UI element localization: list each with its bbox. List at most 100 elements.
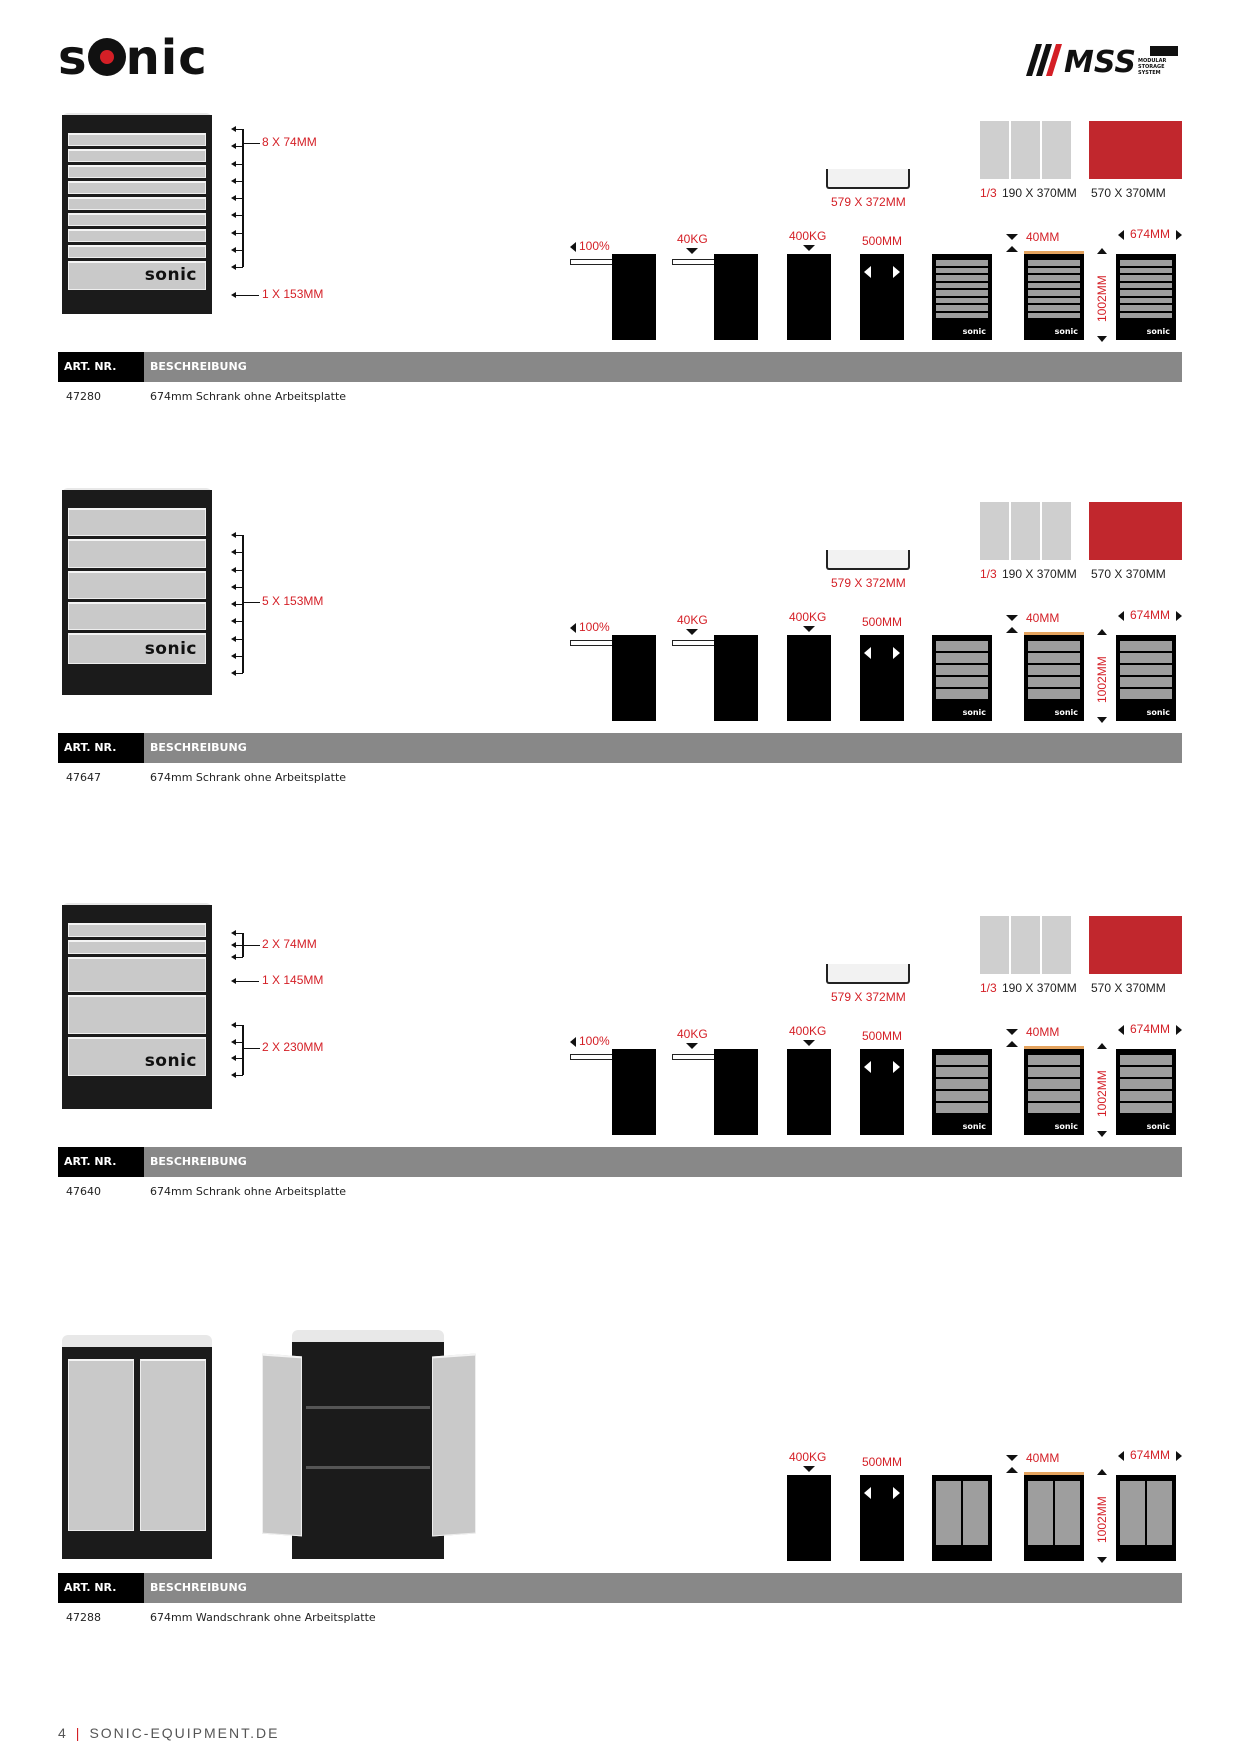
arrow-up-icon (1097, 1469, 1107, 1475)
mini-drawer (1120, 641, 1172, 651)
mini-drawer (936, 1055, 988, 1065)
arrow-up-icon (1097, 1043, 1107, 1049)
cabinet-image: sonic (62, 905, 212, 1109)
arrow-head-icon (231, 583, 236, 590)
foam-large-size-label: 570 X 370MM (1091, 981, 1166, 995)
arrow-head-icon (231, 292, 236, 298)
arrow-down-icon (803, 626, 815, 632)
cabinet-drawer: sonic (68, 1037, 206, 1076)
tray-size-label: 579 X 372MM (831, 990, 906, 1004)
arrow-head-icon (231, 566, 236, 573)
arrow-up-icon (1006, 1467, 1018, 1473)
cabinet-shelf (306, 1406, 430, 1409)
dimension-arrow (233, 981, 259, 982)
arrow-left-icon (864, 266, 871, 278)
mini-drawer (936, 653, 988, 663)
arrow-head-icon (231, 1072, 236, 1078)
mini-drawer (1120, 677, 1172, 687)
arrow-tick-icon (233, 198, 243, 199)
mini-drawer (1120, 290, 1172, 296)
cabinet-drawer (68, 940, 206, 955)
cabinet-drawer (68, 957, 206, 993)
mini-drawer (936, 305, 988, 311)
table-header: ART. NR. BESCHREIBUNG (58, 1573, 1182, 1603)
arrow-right-icon (1176, 1451, 1182, 1461)
depth-icon (860, 635, 904, 721)
foam-small-size-label: 190 X 370MM (1002, 567, 1077, 581)
arrow-left-icon (864, 647, 871, 659)
arrow-down-icon (1006, 234, 1018, 240)
arrow-tick-icon (233, 655, 243, 657)
drawer-load-label: 40KG (677, 613, 708, 627)
depth-label: 500MM (862, 1455, 903, 1469)
cabinet-drawer (68, 165, 206, 179)
svg-text:STORAGE: STORAGE (1138, 64, 1165, 70)
svg-text:MODULAR: MODULAR (1138, 58, 1166, 64)
arrow-head-icon (231, 618, 236, 625)
mini-drawer (1028, 1079, 1080, 1089)
mini-cabinet-icon: sonic (1116, 1049, 1176, 1135)
column-art-nr: ART. NR. (58, 1573, 144, 1603)
column-description: BESCHREIBUNG (150, 1581, 247, 1594)
mini-drawer (1120, 1091, 1172, 1101)
worktop-indicator (1024, 1472, 1084, 1475)
arrow-right-icon (1176, 230, 1182, 240)
article-number: 47280 (66, 390, 101, 403)
footer: 4|SONIC-EQUIPMENT.DE (58, 1725, 280, 1741)
cabinet-drawer (68, 133, 206, 147)
depth-label: 500MM (862, 615, 903, 629)
mini-door (1055, 1481, 1080, 1545)
tray-icon (826, 964, 910, 984)
cabinet-load-icon (787, 635, 831, 721)
column-art-nr: ART. NR. (58, 1147, 144, 1177)
mini-drawer (1028, 1103, 1080, 1113)
arrow-head-icon (231, 978, 236, 984)
table-header: ART. NR.BESCHREIBUNG (58, 352, 1182, 382)
dimension-label: 8 X 74MM (262, 135, 317, 149)
arrow-head-icon (231, 930, 236, 936)
arrow-head-icon (231, 246, 236, 253)
foam-fraction-label: 1/3 (980, 981, 997, 995)
dimension-label: 1 X 153MM (262, 287, 324, 301)
website-link[interactable]: SONIC-EQUIPMENT.DE (89, 1725, 280, 1741)
mini-drawer (1120, 267, 1172, 273)
arrow-up-icon (1006, 246, 1018, 252)
cabinet-shelf (306, 1466, 430, 1469)
arrow-down-icon (1097, 1557, 1107, 1563)
foam-insert-small-swatch (1011, 121, 1040, 179)
mss-logo: MSS MODULAR STORAGE SYSTEM (1026, 44, 1178, 78)
mini-drawer (936, 282, 988, 288)
top-thickness-label: 40MM (1026, 1451, 1060, 1465)
drawer-load-label: 40KG (677, 1027, 708, 1041)
arrow-down-icon (1006, 1029, 1018, 1035)
mini-drawer (1028, 267, 1080, 273)
mini-cabinet-icon: sonic (1116, 254, 1176, 340)
arrow-up-icon (1006, 627, 1018, 633)
arrow-head-icon (231, 229, 236, 236)
cabinet-drawer (68, 213, 206, 227)
arrow-left-icon (1118, 611, 1124, 621)
arrow-down-icon (1097, 717, 1107, 723)
foam-insert-small-swatch (980, 502, 1009, 560)
dimension-label: 2 X 230MM (262, 1040, 324, 1054)
extension-label: 100% (579, 239, 610, 253)
mini-drawer (936, 267, 988, 273)
arrow-head-icon (231, 212, 236, 219)
mini-drawer (936, 1091, 988, 1101)
dimension-leader (244, 143, 260, 144)
arrow-left-icon (1118, 1451, 1124, 1461)
mini-drawer (936, 290, 988, 296)
drawer-load-label: 40KG (677, 232, 708, 246)
mini-drawer (1028, 305, 1080, 311)
column-description: BESCHREIBUNG (150, 1155, 247, 1168)
width-label: 674MM (1130, 1022, 1171, 1036)
arrow-tick-icon (233, 1058, 243, 1060)
depth-label: 500MM (862, 234, 903, 248)
drawer-load-icon (714, 1049, 758, 1135)
arrow-tick-icon (233, 535, 243, 536)
arrow-tick-icon (233, 586, 243, 588)
column-art-nr: ART. NR. (58, 352, 144, 382)
mini-drawer (1028, 312, 1080, 318)
arrow-head-icon (231, 532, 236, 538)
